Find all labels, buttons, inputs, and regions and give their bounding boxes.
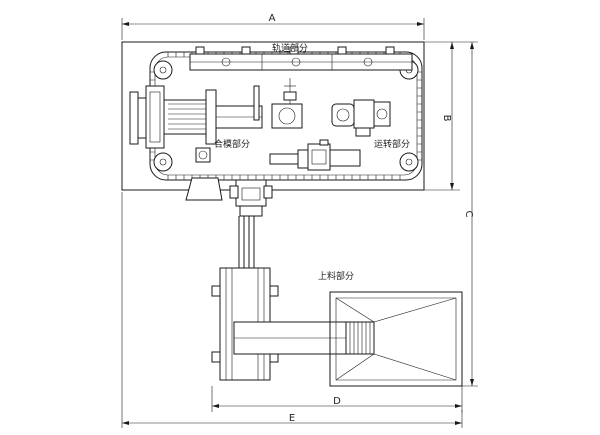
center-motor (253, 78, 303, 129)
transfer-assembly (269, 139, 361, 171)
dimension-c: C (460, 41, 478, 387)
feed-column (238, 216, 255, 268)
dimension-d: D (211, 386, 463, 412)
dimension-d-label: D (333, 396, 341, 407)
dimension-b-label: B (441, 115, 452, 122)
sprocket-bottom-right (399, 152, 419, 172)
top-track-beam (189, 46, 413, 71)
dimension-e: E (121, 192, 463, 428)
mold-clamp-detail (195, 147, 211, 163)
transfer-section-label: 运转部分 (374, 138, 410, 150)
feed-connector (229, 179, 273, 217)
mold-closing-unit (129, 85, 263, 149)
dimension-c-label: C (463, 211, 474, 218)
dimension-a-label: A (269, 13, 276, 24)
discharge-hopper (185, 177, 223, 201)
dimension-b: B (424, 41, 460, 191)
mold-closing-section-label: 合模部分 (214, 138, 250, 150)
sprocket-top-left (153, 60, 173, 80)
track-section-label: 轨道部分 (272, 42, 308, 54)
dimension-e-label: E (289, 413, 295, 424)
material-hopper (329, 291, 463, 387)
loading-conveyor (233, 321, 375, 355)
loading-section-label: 上料部分 (318, 270, 354, 282)
main-frame (121, 41, 425, 191)
dimension-a: A (121, 13, 425, 40)
transfer-motor (331, 99, 391, 137)
sprocket-bottom-left (153, 152, 173, 172)
